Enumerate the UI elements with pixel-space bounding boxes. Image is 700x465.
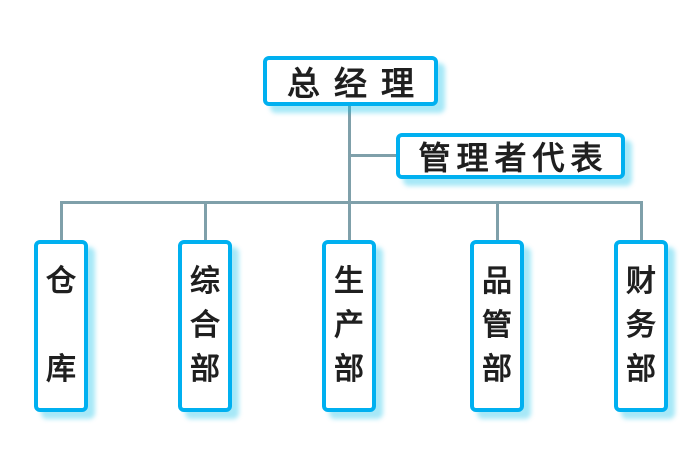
org-node-quality-dept[interactable]: 品管部 xyxy=(470,240,524,412)
org-node-label: 管理者代表 xyxy=(418,139,609,177)
org-node-warehouse[interactable]: 仓库 xyxy=(34,240,88,412)
org-node-label: 生产部 xyxy=(334,264,364,387)
org-node-management-representative[interactable]: 管理者代表 xyxy=(396,133,625,179)
connector-drop-general-affairs xyxy=(203,201,207,240)
org-node-production-dept[interactable]: 生产部 xyxy=(322,240,376,412)
org-node-general-affairs-dept[interactable]: 综合部 xyxy=(178,240,232,412)
connector-representative-branch xyxy=(347,154,398,157)
org-node-label: 财务部 xyxy=(626,264,656,387)
connector-drop-warehouse xyxy=(59,201,63,240)
connector-departments-rail xyxy=(59,201,643,204)
org-node-label: 综合部 xyxy=(190,264,220,387)
connector-drop-finance xyxy=(639,201,643,240)
org-node-general-manager[interactable]: 总经理 xyxy=(263,56,438,106)
connector-drop-production xyxy=(347,201,351,240)
org-node-label: 品管部 xyxy=(482,264,512,387)
org-node-finance-dept[interactable]: 财务部 xyxy=(614,240,668,412)
org-node-label: 总经理 xyxy=(287,64,428,103)
connector-drop-quality xyxy=(495,201,499,240)
org-node-label: 仓库 xyxy=(46,264,76,387)
